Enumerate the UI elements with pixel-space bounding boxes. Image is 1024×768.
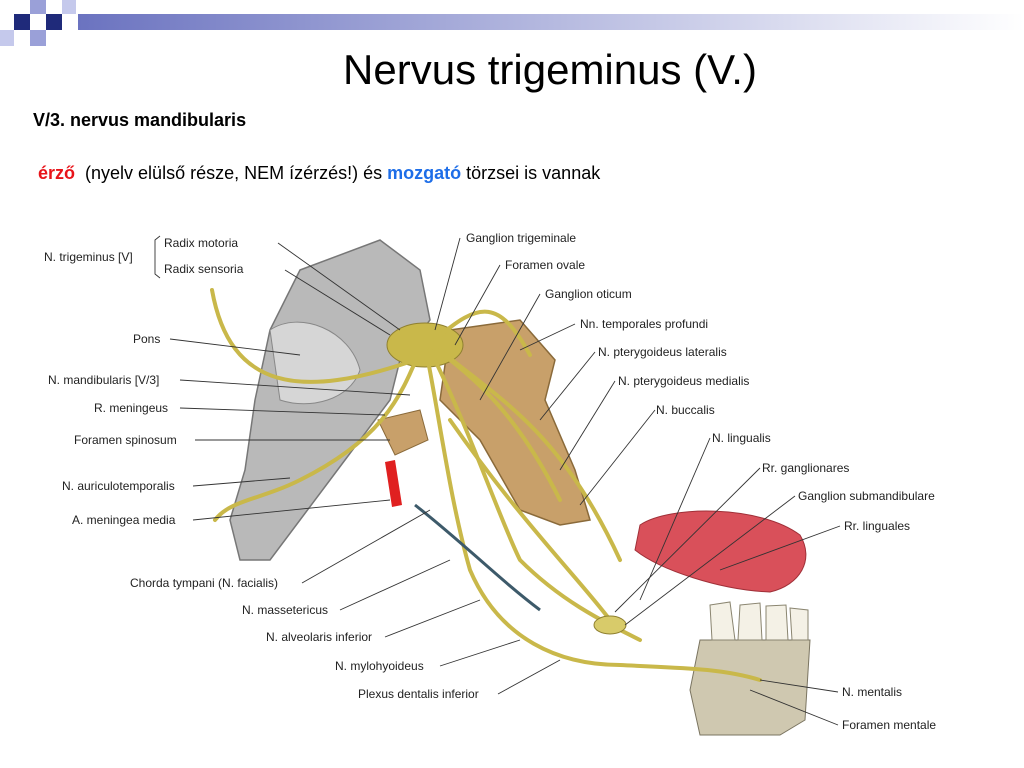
corner-decoration	[0, 0, 80, 60]
slide-title: Nervus trigeminus (V.)	[343, 46, 757, 93]
label-left-12: Plexus dentalis inferior	[358, 687, 479, 701]
label-trigeminus-group: N. trigeminus [V]	[44, 250, 133, 264]
label-right-6: N. buccalis	[656, 403, 715, 417]
label-right-4: N. pterygoideus lateralis	[598, 345, 727, 359]
motor-keyword: mozgató	[387, 163, 462, 183]
leader-lines	[154, 235, 841, 726]
anatomy-figure: N. trigeminus [V] Radix motoria Radix se…	[44, 231, 936, 736]
label-right-12: Foramen mentale	[842, 718, 936, 732]
label-left-0: Radix motoria	[164, 236, 238, 250]
label-right-9: Ganglion submandibulare	[798, 489, 935, 503]
bone-fragment	[377, 409, 429, 456]
sensory-keyword: érző	[38, 163, 76, 183]
label-left-8: Chorda tympani (N. facialis)	[130, 576, 278, 590]
label-left-6: N. auriculotemporalis	[62, 479, 175, 493]
chorda-tympani-path	[414, 503, 541, 612]
deco-square	[46, 14, 62, 30]
deco-square	[30, 0, 46, 14]
description-middle: (nyelv elülső része, NEM ízérzés!) és	[85, 163, 383, 183]
tongue-shape	[634, 510, 807, 593]
label-right-10: Rr. linguales	[844, 519, 910, 533]
top-gradient-bar	[78, 14, 1024, 30]
label-right-2: Ganglion oticum	[545, 287, 632, 301]
label-left-1: Radix sensoria	[164, 262, 244, 276]
nerve-paths	[210, 288, 762, 682]
label-right-8: Rr. ganglionares	[762, 461, 849, 475]
label-left-7: A. meningea media	[72, 513, 176, 527]
jaw-shape	[689, 639, 811, 736]
slide-subtitle: V/3. nervus mandibularis	[33, 110, 247, 130]
label-right-3: Nn. temporales profundi	[580, 317, 708, 331]
label-left-5: Foramen spinosum	[74, 433, 177, 447]
teeth-shape	[709, 601, 809, 641]
description-end: törzsei is vannak	[466, 163, 601, 183]
label-left-11: N. mylohyoideus	[335, 659, 424, 673]
deco-square	[14, 14, 30, 30]
label-right-5: N. pterygoideus medialis	[618, 374, 749, 388]
label-right-0: Ganglion trigeminale	[466, 231, 576, 245]
slide-description: érző (nyelv elülső része, NEM ízérzés!) …	[38, 163, 600, 184]
artery-shape	[385, 460, 402, 507]
label-left-10: N. alveolaris inferior	[266, 630, 372, 644]
label-left-4: R. meningeus	[94, 401, 168, 415]
label-left-2: Pons	[133, 332, 160, 346]
label-left-3: N. mandibularis [V/3]	[48, 373, 159, 387]
deco-square	[30, 30, 46, 46]
label-left-9: N. massetericus	[242, 603, 328, 617]
deco-square	[62, 0, 76, 14]
deco-square	[0, 30, 14, 46]
label-right-7: N. lingualis	[712, 431, 771, 445]
label-right-1: Foramen ovale	[505, 258, 585, 272]
label-right-11: N. mentalis	[842, 685, 902, 699]
pons-shape	[269, 321, 361, 405]
brainstem-shape	[229, 239, 431, 561]
ganglion-submandibulare-shape	[593, 615, 627, 635]
